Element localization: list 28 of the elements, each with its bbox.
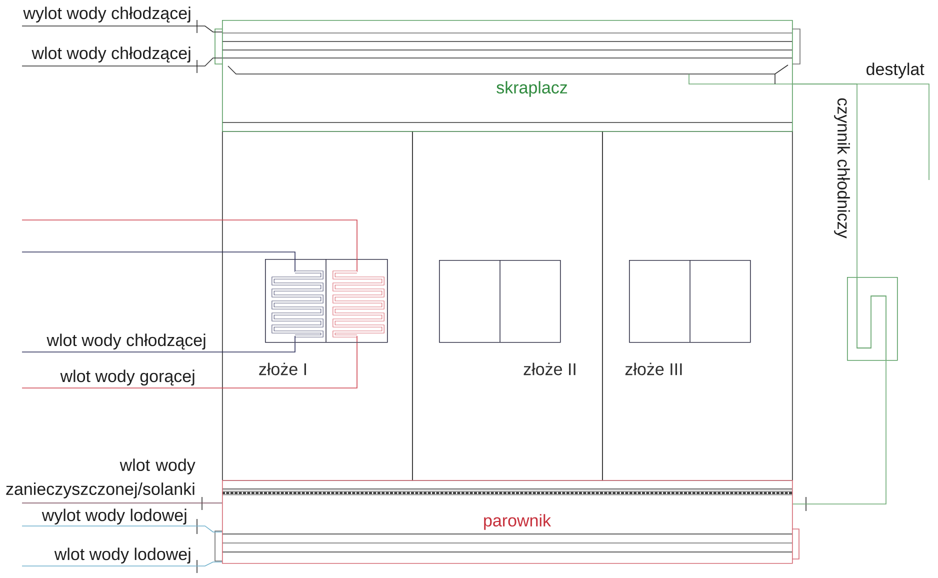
- pipe: [22, 58, 222, 66]
- pipe-label: wlot wody gorącej: [60, 369, 196, 386]
- heat-exchanger-box: [629, 260, 751, 343]
- pipe: [22, 342, 358, 388]
- pipe: [792, 360, 886, 504]
- evaporator-box: parownik: [222, 480, 793, 564]
- pipe: [22, 220, 358, 260]
- bed-chamber: złoże III: [602, 131, 793, 481]
- pipe: [22, 502, 222, 504]
- pipe: [22, 562, 222, 566]
- pipe: [22, 342, 296, 352]
- bed-chamber: złoże II: [412, 131, 603, 481]
- pipe: [22, 526, 222, 532]
- heat-exchanger-box: [265, 258, 388, 343]
- pipe-label: czynnik chłodniczy: [834, 97, 850, 239]
- pipe-label: wylot wody lodowej: [42, 508, 188, 525]
- pipe-label: destylat: [865, 62, 925, 79]
- pipe-label: wlot wody lodowej: [54, 547, 192, 564]
- bed-chamber: złoże I: [222, 131, 413, 481]
- coil-box: [847, 276, 898, 361]
- heat-exchanger-box: [439, 260, 561, 343]
- pipe: [22, 26, 222, 32]
- condenser-box: skraplacz: [222, 20, 793, 132]
- pipe: [792, 84, 858, 278]
- pipe-label: wlot wody chłodzącej: [31, 46, 192, 63]
- pipe-label: wlot wody chłodzącej: [46, 333, 207, 350]
- pipe: [22, 252, 296, 260]
- pipe-label: wylot wody chłodzącej: [22, 6, 192, 23]
